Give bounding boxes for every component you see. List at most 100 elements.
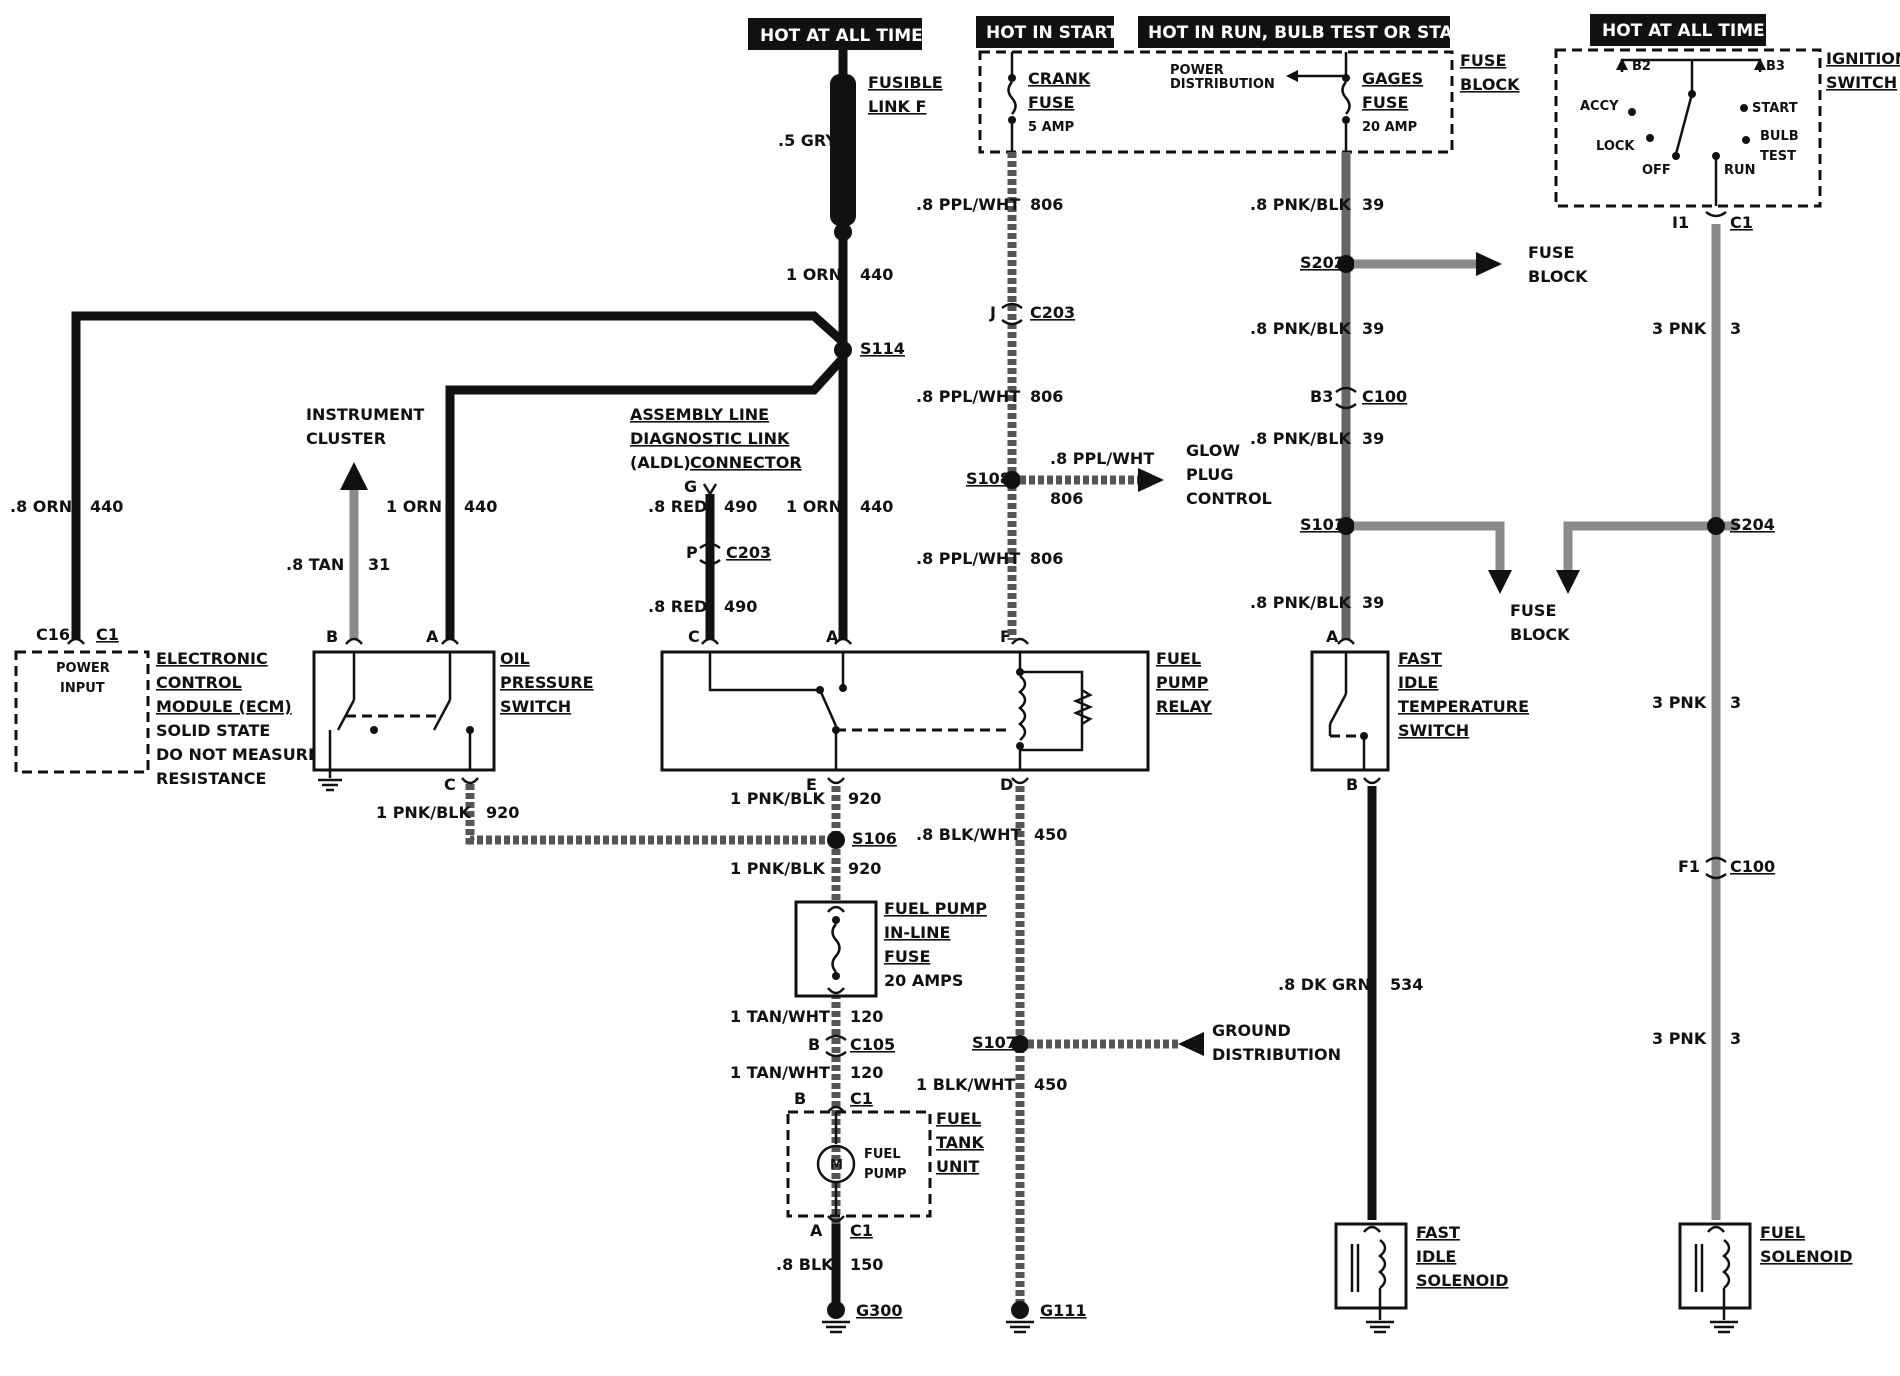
diagram-label: 1 PNK/BLK [376,803,471,822]
fast-idle-solenoid: FAST IDLE SOLENOID [1334,1222,1508,1334]
diagram-label: HOT IN START [986,23,1119,43]
diagram-label: 490 [724,497,757,516]
diagram-label: SWITCH [500,697,571,716]
diagram-label: DO NOT MEASURE [156,745,319,764]
diagram-label: S106 [852,829,897,848]
diagram-label: FAST [1398,649,1442,668]
diagram-label: C1 [96,625,119,644]
diagram-label: B [1346,775,1358,794]
diagram-label: SOLID STATE [156,721,270,740]
diagram-label: FUEL [1156,649,1201,668]
diagram-label: G111 [1040,1301,1087,1320]
splice-s204 [1707,517,1725,535]
diagram-label: 1 PNK/BLK [730,859,825,878]
diagram-label: SWITCH [1826,73,1897,92]
diagram-label: FUSE [1028,93,1074,112]
diagram-label: UNIT [936,1157,979,1176]
diagram-label: HOT AT ALL TIMES [1602,21,1777,41]
diagram-label: .8 PPL/WHT [916,549,1020,568]
diagram-label: OIL [500,649,530,668]
diagram-label: B2 [1632,59,1651,74]
diagram-label: 3 PNK [1652,1029,1707,1048]
diagram-label: I1 [1672,213,1689,232]
diagram-label: C1 [850,1221,873,1240]
diagram-label: 120 [850,1063,883,1082]
diagram-label: 39 [1362,195,1384,214]
diagram-label: .8 PNK/BLK [1250,195,1352,214]
diagram-label: 1 BLK/WHT [916,1075,1015,1094]
diagram-label: 3 [1730,693,1741,712]
oil-pressure-switch: B A OIL PRESSURE SWITCH C [312,627,594,794]
diagram-label: CRANK [1028,69,1091,88]
diagram-label: J [989,303,996,322]
fusible-link-f: FUSIBLE LINK F .5 GRY [778,50,943,241]
diagram-label: FUSE [1528,243,1574,262]
diagram-label: FUSE [884,947,930,966]
header-hot-at-all-times-left: HOT AT ALL TIMES [748,18,935,50]
diagram-label: M [830,1158,843,1173]
diagram-label: P [686,543,698,562]
diagram-label: START [1752,101,1798,116]
diagram-label: POWER [1170,63,1224,78]
ground-distribution-branch: GROUND DISTRIBUTION [1028,1021,1341,1064]
diagram-label: .8 PNK/BLK [1250,593,1352,612]
diagram-label: 450 [1034,825,1067,844]
diagram-label: LOCK [1596,139,1635,154]
diagram-label: 450 [1034,1075,1067,1094]
diagram-label: INPUT [60,681,105,696]
diagram-label: ACCY [1580,99,1619,114]
diagram-label: FUEL PUMP [884,899,987,918]
diagram-label: BLOCK [1528,267,1588,286]
diagram-label: 440 [860,497,893,516]
diagram-label: GAGES [1362,69,1423,88]
diagram-label: 3 PNK [1652,319,1707,338]
diagram-label: CLUSTER [306,429,386,448]
diagram-label: 39 [1362,429,1384,448]
diagram-label: (ALDL) [630,453,691,472]
ground-g300: G300 [822,1301,903,1334]
header-hot-at-all-times-right: HOT AT ALL TIMES [1590,14,1777,46]
diagram-label: .8 RED [648,497,707,516]
diagram-label: F [1000,627,1011,646]
diagram-label: S107 [972,1033,1017,1052]
diagram-label: D [1000,775,1013,794]
diagram-label: B [326,627,338,646]
diagram-label: .8 BLK [776,1255,834,1274]
diagram-label: 31 [368,555,390,574]
diagram-label: A [426,627,439,646]
diagram-label: ASSEMBLY LINE [630,405,769,424]
diagram-label: G [684,477,697,496]
diagram-label: FUEL [1760,1223,1805,1242]
ignition-switch: IGNITION SWITCH B2 B3 ACCY START LOCK OF… [1554,48,1900,208]
diagram-label: 39 [1362,593,1384,612]
fuel-solenoid: FUEL SOLENOID [1678,1222,1852,1334]
diagram-label: FUEL [936,1109,981,1128]
diagram-label: FUSE [1510,601,1556,620]
fuel-pump-relay: C A F FUEL PUMP RELAY E D [660,627,1212,794]
diagram-label: A [810,1221,823,1240]
diagram-label: B [808,1035,820,1054]
fuel-tank-unit: B C1 M FUEL PUMP FUEL TANK UNIT A C1 [786,1089,984,1240]
diagram-label: FAST [1416,1223,1460,1242]
diagram-label: TEST [1760,149,1796,164]
diagram-label: .8 ORN [10,497,72,516]
fuse-block-branch-top: FUSE BLOCK [1354,243,1588,286]
diagram-label: 39 [1362,319,1384,338]
diagram-label: 806 [1030,195,1063,214]
diagram-label: S101 [1300,515,1345,534]
diagram-label: 920 [848,859,881,878]
splice-s101 [1337,517,1355,535]
diagram-label: 1 TAN/WHT [730,1007,830,1026]
diagram-label: 920 [848,789,881,808]
diagram-label: A [826,627,839,646]
diagram-label: BLOCK [1460,75,1520,94]
diagram-label: 120 [850,1007,883,1026]
diagram-label: TEMPERATURE [1398,697,1529,716]
diagram-label: SOLENOID [1760,1247,1852,1266]
diagram-label: RELAY [1156,697,1212,716]
diagram-label: POWER [56,661,110,676]
diagram-label: S202 [1300,253,1345,272]
diagram-label: DIAGNOSTIC LINK [630,429,790,448]
diagram-label: 440 [90,497,123,516]
